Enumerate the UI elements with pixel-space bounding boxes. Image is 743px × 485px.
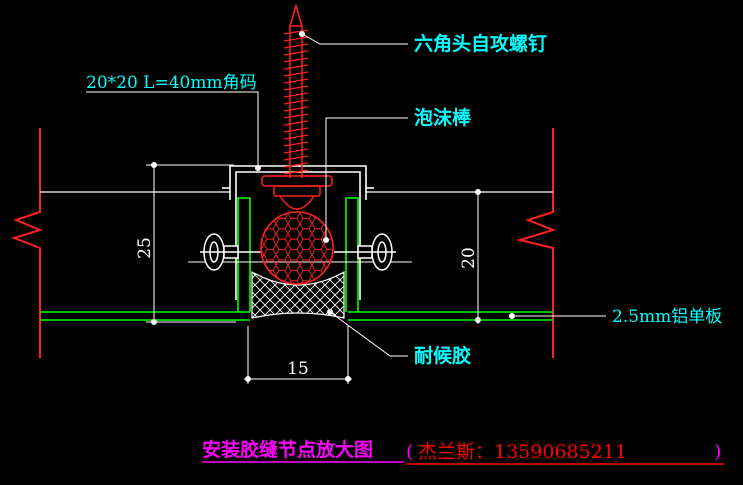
left-bolt xyxy=(200,233,262,271)
screw-thread xyxy=(283,127,309,133)
screw-thread xyxy=(283,92,309,98)
screw-thread xyxy=(283,155,309,161)
drawing-title: 安装胶缝节点放大图 xyxy=(202,438,373,461)
foam-rod-label: 泡沫棒 xyxy=(414,106,472,129)
screw-thread xyxy=(283,64,309,70)
screw-thread xyxy=(283,71,309,77)
dimension-25: 25 xyxy=(135,237,155,259)
right-bolt xyxy=(334,233,396,271)
screw-thread xyxy=(283,57,309,63)
screw-thread xyxy=(283,169,309,175)
angle-code-label: 20*20 L=40mm角码 xyxy=(86,73,257,93)
screw-thread xyxy=(283,148,309,154)
right-break-symbol xyxy=(516,128,557,358)
self-tapping-screw xyxy=(261,3,333,210)
screw-thread xyxy=(283,134,309,140)
screw-thread xyxy=(283,43,309,49)
weather-sealant xyxy=(251,270,345,319)
screw-thread xyxy=(283,141,309,147)
leader-lines xyxy=(86,31,606,357)
dimension-20: 20 xyxy=(459,247,479,269)
foam-rod xyxy=(260,211,334,285)
screw-threads xyxy=(283,29,309,175)
contact-open-paren: ( xyxy=(406,441,413,463)
screw-thread xyxy=(283,78,309,84)
screw-thread xyxy=(283,99,309,105)
screw-thread xyxy=(283,162,309,168)
sealant-label: 耐候胶 xyxy=(414,344,471,367)
contact-info: 杰兰斯：13590685211 xyxy=(418,441,627,463)
screw-label: 六角头自攻螺钉 xyxy=(414,32,547,55)
panel-label: 2.5mm铝单板 xyxy=(612,307,722,327)
screw-thread xyxy=(283,50,309,56)
screw-thread xyxy=(283,85,309,91)
screw-thread xyxy=(283,120,309,126)
contact-close-paren: ) xyxy=(714,441,721,463)
screw-thread xyxy=(283,29,309,35)
screw-thread xyxy=(283,106,309,112)
screw-thread xyxy=(283,113,309,119)
dimension-15: 15 xyxy=(287,359,309,379)
left-break-symbol xyxy=(10,128,43,358)
screw-thread xyxy=(283,36,309,42)
